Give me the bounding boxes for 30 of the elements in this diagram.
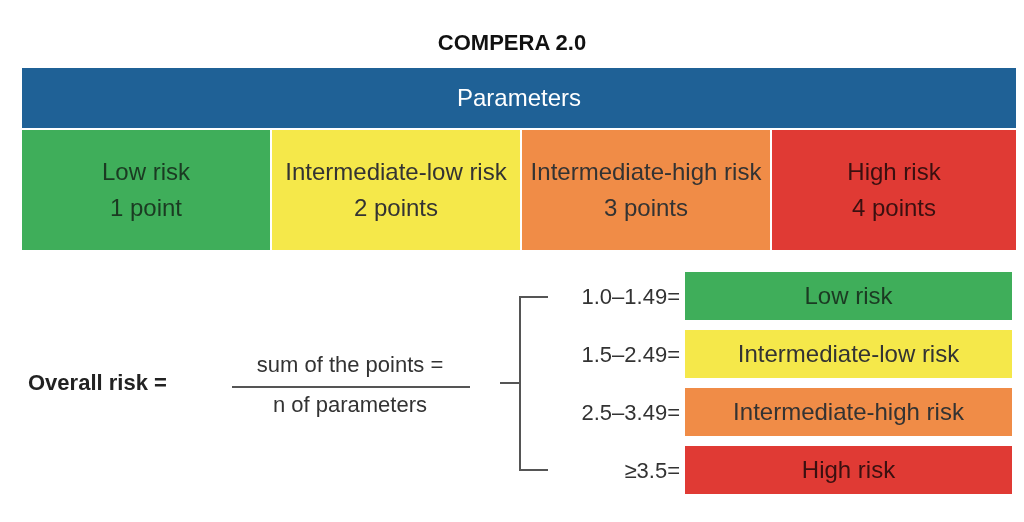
risk-cell bbox=[272, 130, 520, 250]
cell-label: Low risk bbox=[102, 157, 190, 187]
diagram-title: COMPERA 2.0 bbox=[436, 30, 588, 56]
cell-label: High risk bbox=[847, 157, 941, 187]
risk-category-box bbox=[685, 272, 1012, 320]
cell-label: Low risk bbox=[804, 281, 893, 311]
cell-label: Intermediate-high risk bbox=[530, 157, 762, 187]
cell-label: High risk bbox=[801, 455, 896, 485]
range-label: 1.5–2.49= bbox=[580, 342, 680, 368]
risk-cell bbox=[22, 130, 270, 250]
risk-category-box bbox=[685, 388, 1012, 436]
risk-category-box bbox=[685, 446, 1012, 494]
points-label: 4 points bbox=[851, 193, 937, 223]
formula-label: Overall risk = bbox=[28, 370, 168, 396]
points-label: 1 point bbox=[109, 193, 183, 223]
range-label: 2.5–3.49= bbox=[580, 400, 680, 426]
cell-label: Intermediate-low risk bbox=[285, 157, 507, 187]
denominator-label: n of parameters bbox=[271, 392, 429, 418]
numerator-label: sum of the points = bbox=[255, 352, 445, 378]
cell-label: Parameters bbox=[456, 83, 581, 113]
risk-cell bbox=[772, 130, 1016, 250]
range-label: ≥3.5= bbox=[623, 458, 680, 484]
points-label: 3 points bbox=[603, 193, 689, 223]
header-band bbox=[22, 68, 1016, 128]
risk-category-box bbox=[685, 330, 1012, 378]
risk-cell bbox=[522, 130, 770, 250]
cell-label: Intermediate-low risk bbox=[737, 339, 960, 369]
points-label: 2 points bbox=[353, 193, 439, 223]
cell-label: Intermediate-high risk bbox=[733, 397, 964, 427]
range-label: 1.0–1.49= bbox=[580, 284, 680, 310]
